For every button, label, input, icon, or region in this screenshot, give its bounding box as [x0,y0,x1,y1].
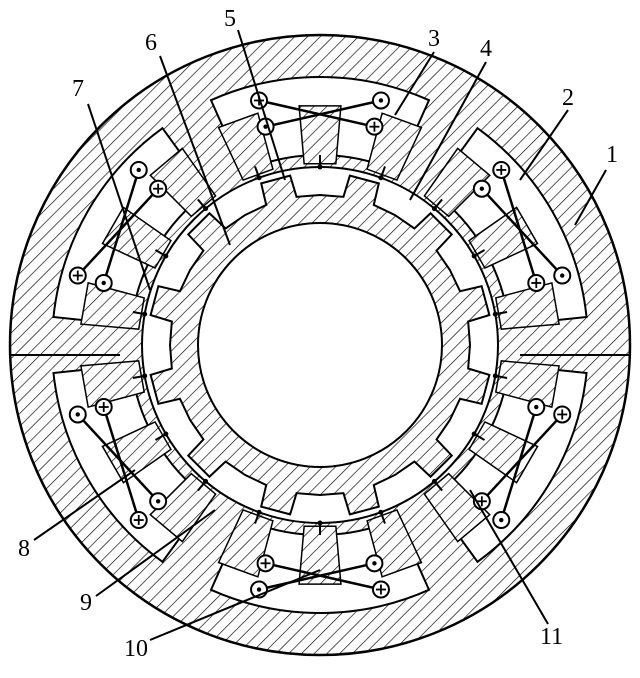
leader-line [237,29,286,181]
stator-tooth [149,472,217,543]
coil-winding [76,413,160,503]
coil-winding [102,406,140,521]
arrow-head [163,253,169,259]
label-4: 4 [480,36,492,62]
stator-tooth [101,420,172,484]
coil-winding [76,187,160,277]
arrow-head [203,478,209,484]
dot-mark [534,404,539,410]
arrow-head [431,206,437,212]
arrow-head [378,175,384,181]
coil-winding [265,562,382,591]
dot-mark [256,587,262,592]
leader-line [394,51,435,116]
arrow-head [256,509,262,515]
leader-line [149,569,321,641]
stator-tooth [80,281,146,330]
label-9: 9 [80,590,92,616]
stator-tooth [468,420,539,484]
arrow-head [317,520,323,526]
arrow-head [378,509,384,515]
dot-mark [155,499,161,504]
label-10: 10 [124,636,148,662]
coil-winding [500,169,538,284]
label-1: 1 [606,142,618,168]
leader-line [409,61,487,201]
label-2: 2 [562,85,574,111]
dot-mark [499,517,504,523]
dot-mark [378,98,384,103]
arrow-head [492,311,498,317]
label-7: 7 [72,76,84,102]
stator-tooth [298,105,342,165]
arrow-head [142,311,148,317]
leader-line [95,509,216,597]
label-8: 8 [18,536,30,562]
label-3: 3 [428,26,440,52]
dot-mark [479,186,485,191]
stator-tooth [298,525,342,585]
label-5: 5 [224,6,236,32]
leader-line [519,109,569,181]
stator-tooth [101,206,172,270]
stator-tooth [80,360,146,409]
arrow-head [471,253,477,259]
stator-tooth [423,472,491,543]
stator-tooth [423,147,491,218]
leader-line [574,169,607,226]
stator-tooth [494,360,560,409]
coil-winding [258,99,375,128]
leader-line [87,103,151,291]
arrow-head [471,431,477,437]
leader-line [33,469,136,541]
coil-winding [480,187,564,277]
coil-winding [102,169,140,284]
stator-tooth [494,281,560,330]
arrow-head [203,206,209,212]
label-11: 11 [540,624,563,650]
coil-winding [258,562,375,591]
coil-winding [265,99,382,128]
coil-winding [480,413,564,503]
arrow-head [317,164,323,170]
rotor-bore [197,222,443,468]
label-6: 6 [145,30,157,56]
coil-winding [500,406,538,521]
dot-mark [136,167,141,173]
dot-mark [263,124,268,129]
arrow-head [142,373,148,379]
stator-tooth [468,206,539,270]
dot-mark [372,561,377,566]
arrow-head [256,175,262,181]
arrow-head [431,478,437,484]
dot-mark [560,273,565,278]
leader-line [469,489,549,625]
dot-mark [101,280,106,286]
arrow-head [492,373,498,379]
arrow-head [163,431,169,437]
dot-mark [75,412,80,417]
leader-line [159,55,231,246]
stator-tooth [149,147,217,218]
